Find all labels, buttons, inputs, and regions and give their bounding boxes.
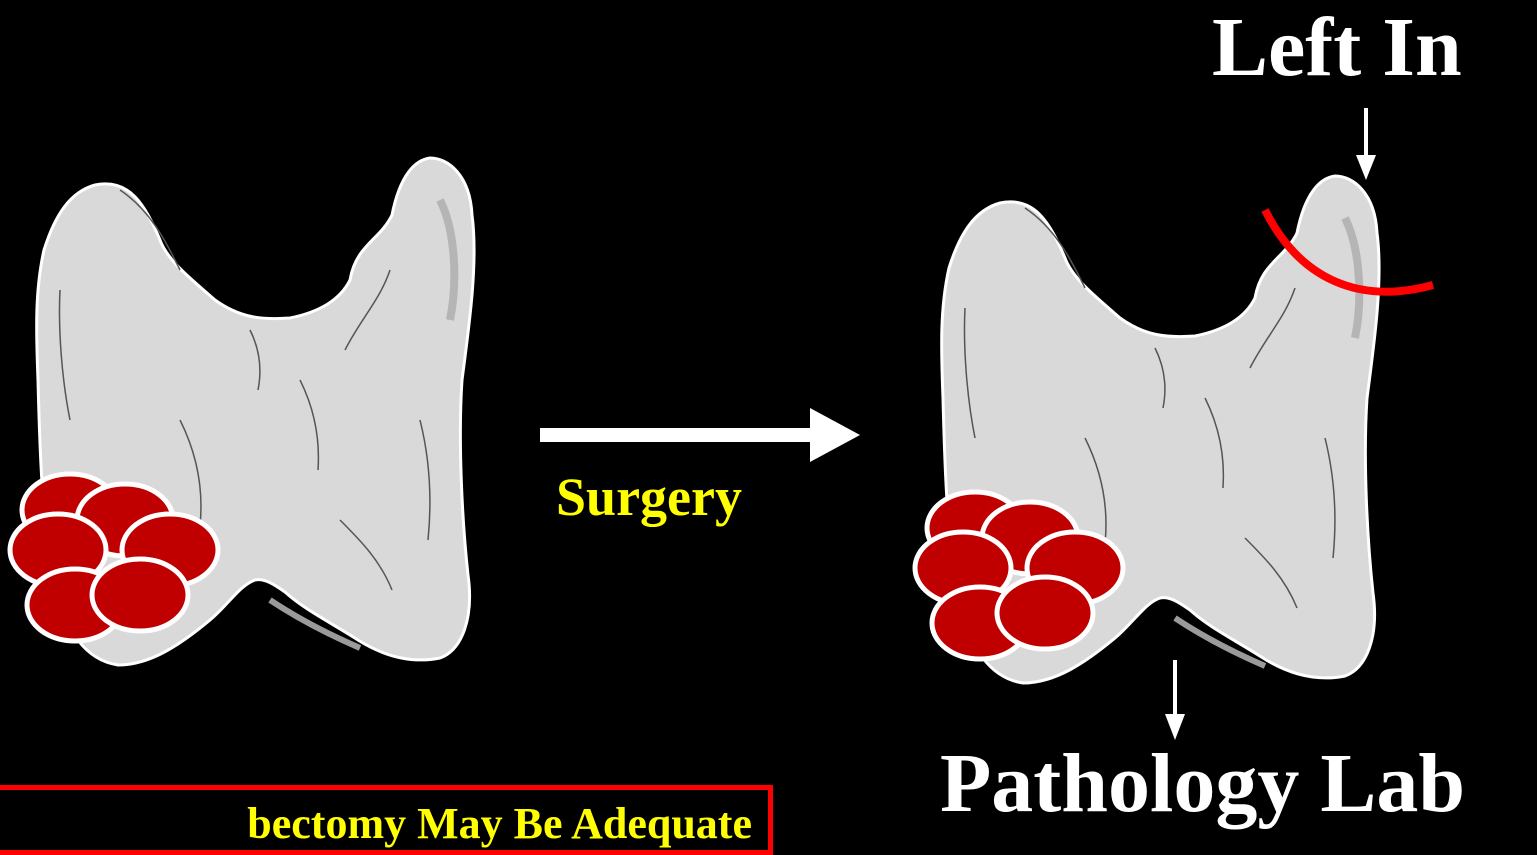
pathology-lab-label: Pathology Lab [940, 742, 1465, 826]
down-arrow-icon [1165, 660, 1185, 740]
thyroid-after-surgery [915, 176, 1379, 683]
left-in-label: Left In [1212, 6, 1462, 90]
callout-box: bectomy May Be Adequate [0, 785, 773, 855]
callout-text: bectomy May Be Adequate [247, 802, 752, 846]
right-arrow-icon [540, 408, 860, 462]
diagram-canvas [0, 0, 1537, 832]
surgery-label: Surgery [556, 470, 742, 524]
down-arrow-icon [1356, 108, 1376, 180]
thyroid-before-surgery [10, 158, 474, 665]
